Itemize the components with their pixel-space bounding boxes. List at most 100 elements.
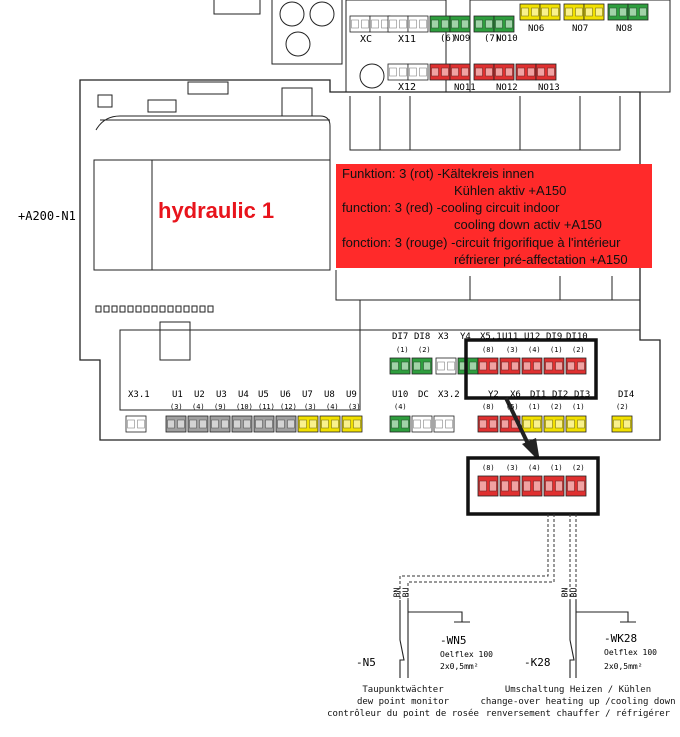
device-id-label: +A200-N1 (18, 209, 76, 223)
lower-row-number: (2) (550, 403, 563, 411)
zoom-terminal-number: (8) (482, 464, 495, 472)
cable-size-wn5: 2x0,5mm² (440, 662, 479, 671)
terminal-label-no6: NO6 (528, 24, 545, 34)
top-terminal-block (563, 3, 585, 21)
board-pin (167, 305, 174, 313)
lower-row-number: (12) (280, 403, 297, 411)
top-terminal-block (407, 63, 429, 81)
terminal-label-n6: (6) (440, 34, 457, 44)
wiring-solid (399, 600, 636, 678)
terminal-label-no13: NO13 (538, 83, 560, 93)
lower-terminal-block (209, 415, 231, 433)
lower-terminal-block (565, 415, 587, 433)
top-terminal-block (407, 15, 429, 33)
upper-row-label: DI10 (566, 332, 588, 342)
top-terminal-block (449, 15, 471, 33)
cable-id-wk28: -WK28 (604, 632, 638, 645)
lower-row-label: X6 (510, 390, 521, 400)
wire-color-bu: BU (401, 587, 411, 598)
upper-row-number: (1) (550, 346, 563, 354)
zoom-terminal-number: (4) (528, 464, 541, 472)
upper-row-number: (4) (528, 346, 541, 354)
cable-type-wn5: Oelflex 100 (440, 650, 493, 659)
board-pin (199, 305, 206, 313)
top-terminal-block (473, 15, 495, 33)
lower-row-label: U1 (172, 390, 183, 400)
terminal-label-no10: NO10 (496, 34, 518, 44)
lower-row-label: X3.1 (128, 390, 150, 400)
note-line: fonction: 3 (rouge) -circuit frigorifiqu… (342, 235, 621, 250)
lower-row-number: (11) (258, 403, 275, 411)
caption-k28: Umschaltung Heizen / Kühlen change-over … (478, 684, 678, 720)
lower-terminal-block (411, 415, 433, 433)
upper-terminal-block (477, 357, 499, 375)
terminal-label-no11: NO11 (454, 83, 476, 93)
lower-row-number: (5) (506, 403, 519, 411)
lower-row-label: X3.2 (438, 390, 460, 400)
board-pin (183, 305, 190, 313)
note-line: Kühlen aktiv +A150 (454, 183, 567, 198)
lower-row-number: (4) (326, 403, 339, 411)
terminal-label-xc: XC (360, 34, 373, 45)
zoom-terminal-block (565, 475, 587, 497)
upper-row-label: X5.1 (480, 332, 502, 342)
component-id-n5: -N5 (356, 656, 376, 669)
highlight-box-board (464, 338, 598, 400)
lower-row-number: (10) (236, 403, 253, 411)
upper-row-label: U11 (502, 332, 519, 342)
lower-terminal-block (389, 415, 411, 433)
lower-row-label: Y2 (488, 390, 499, 400)
function-note-box: Funktion: 3 (rot) -Kältekreis innen Kühl… (336, 164, 652, 268)
upper-row-number: (3) (506, 346, 519, 354)
zoom-terminal-number: (1) (550, 464, 563, 472)
zoom-terminal-number: (2) (572, 464, 585, 472)
lower-row-number: (3) (170, 403, 183, 411)
lower-row-label: U9 (346, 390, 357, 400)
top-terminal-block (493, 63, 515, 81)
upper-row-number: (1) (396, 346, 409, 354)
lower-terminal-block (521, 415, 543, 433)
lower-row-number: (8) (482, 403, 495, 411)
lower-terminal-block (187, 415, 209, 433)
lower-row-number: (4) (192, 403, 205, 411)
lower-row-number: (3) (304, 403, 317, 411)
upper-terminal-block (521, 357, 543, 375)
caption-line: Umschaltung Heizen / Kühlen (504, 685, 652, 695)
upper-row-label: DI8 (414, 332, 431, 342)
lower-row-label: DI3 (574, 390, 591, 400)
board-pin (159, 305, 166, 313)
upper-row-label: X3 (438, 332, 449, 342)
board-pin (207, 305, 214, 313)
upper-terminal-block (411, 357, 433, 375)
top-terminal-block (607, 3, 629, 21)
top-terminal-block (627, 3, 649, 21)
lower-row-label: U3 (216, 390, 227, 400)
top-terminal-block (539, 3, 561, 21)
upper-row-number: (8) (482, 346, 495, 354)
top-terminal-block (349, 15, 371, 33)
lower-row-label: DI2 (552, 390, 569, 400)
terminal-label-no8: NO8 (616, 24, 633, 34)
top-terminal-block (493, 15, 515, 33)
top-terminal-block (473, 63, 495, 81)
caption-line: change-over heating up /cooling down (480, 697, 676, 707)
note-line: Funktion: 3 (rot) -Kältekreis innen (342, 166, 535, 181)
upper-terminal-block (457, 357, 479, 375)
top-terminal-block (583, 3, 605, 21)
lower-row-label: U2 (194, 390, 205, 400)
wire-color-bu: BU (569, 587, 579, 598)
caption-line: renversement chauffer / réfrigérer (485, 709, 671, 719)
lower-terminal-block (275, 415, 297, 433)
board-pin (191, 305, 198, 313)
lower-row-number: (4) (394, 403, 407, 411)
lower-row-label: U8 (324, 390, 335, 400)
top-terminal-block (449, 63, 471, 81)
lower-terminal-block (253, 415, 275, 433)
board-pin (103, 305, 110, 313)
upper-row-label: U12 (524, 332, 541, 342)
board-pin (95, 305, 102, 313)
board-pin (151, 305, 158, 313)
component-id-k28: -K28 (524, 656, 551, 669)
